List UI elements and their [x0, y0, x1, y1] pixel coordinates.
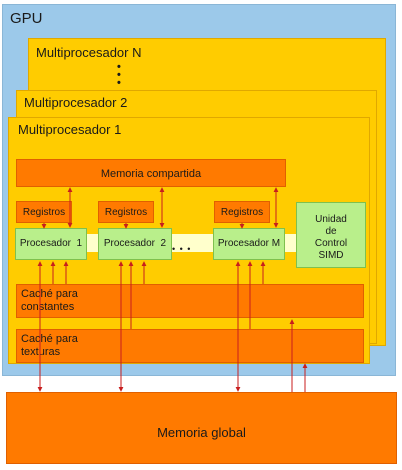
processor-1-label: Procesador 1: [19, 238, 83, 249]
constant-cache-block: [16, 284, 364, 318]
gpu-label: GPU: [10, 10, 43, 27]
registers-block-m: [214, 201, 270, 223]
simd-control-unit-label: Unidad de Control SIMD: [314, 214, 348, 261]
global-memory-label: Memoria global: [157, 425, 246, 440]
processor-m: [213, 228, 285, 260]
multiprocessor-1-label: Multiprocesador 1: [18, 122, 122, 137]
multiprocessor-2-label: Multiprocesador 2: [24, 95, 128, 110]
processor-2: [98, 228, 172, 260]
multiprocessor-n-label: Multiprocesador N: [36, 45, 142, 60]
registers-label-m: Registros: [220, 207, 264, 218]
processor-2-label: Procesador 2: [103, 238, 167, 249]
global-memory-block: [6, 392, 397, 464]
constant-cache-label: Caché para constantes: [21, 288, 78, 313]
registers-label-1: Registros: [22, 207, 66, 218]
horizontal-ellipsis: • • •: [172, 244, 192, 254]
vertical-ellipsis: •••: [117, 61, 121, 89]
processor-1: [15, 228, 87, 260]
shared-memory-block: [16, 159, 286, 187]
registers-label-2: Registros: [104, 207, 148, 218]
registers-block-2: [98, 201, 154, 223]
processor-m-label: Procesador M: [217, 238, 281, 249]
shared-memory-label: Memoria compartida: [100, 168, 202, 180]
texture-cache-block: [16, 329, 364, 363]
simd-control-unit: [296, 202, 366, 268]
